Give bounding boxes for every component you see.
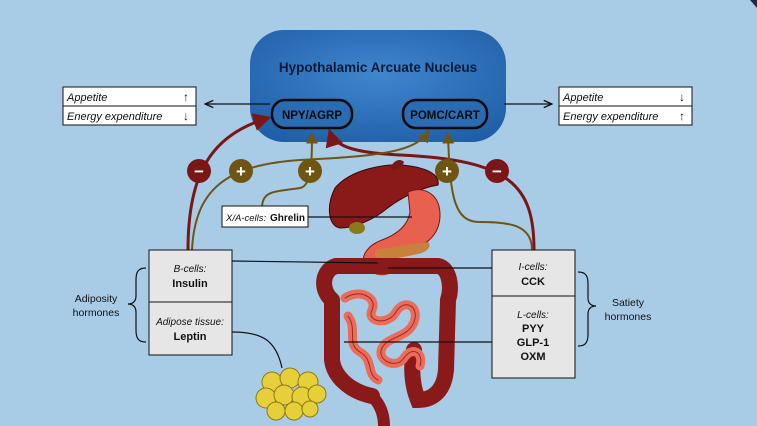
left-energy-arrow: ↓ (183, 109, 189, 123)
oxm-label: OXM (520, 351, 545, 363)
leptin-label: Leptin (174, 331, 207, 343)
plus-sign-left: + (229, 159, 253, 183)
ghrelin-stimulate-npy-path (261, 131, 318, 209)
pomc-cart-neuron (401, 98, 489, 130)
minus-sign-right: − (485, 159, 509, 183)
adiposity-label-line1: Adiposity (75, 293, 118, 305)
right-appetite-arrow: ↓ (679, 90, 685, 104)
leptin-connector (231, 331, 283, 369)
plus-sign-ghrelin: + (298, 159, 322, 183)
pomc-cart-label: POMC/CART (410, 110, 480, 122)
svg-text:−: − (194, 162, 204, 181)
plus-sign-right: + (435, 159, 459, 183)
ghrelin-label-box: X/A-cells: Ghrelin (221, 205, 309, 228)
right-energy-label: Energy expenditure (563, 111, 658, 123)
glp1-label: GLP-1 (517, 337, 549, 349)
adiposity-label-line2: hormones (73, 307, 120, 319)
gallbladder-shape (349, 222, 365, 234)
svg-text:−: − (492, 162, 502, 181)
satiety-label-line1: Satiety (612, 297, 645, 309)
right-effect-box: Appetite ↓ Energy expenditure ↑ (558, 86, 693, 126)
left-appetite-label: Appetite (66, 92, 107, 104)
l-cells-label: L-cells: (517, 310, 549, 321)
right-appetite-label: Appetite (562, 92, 603, 104)
right-energy-arrow: ↑ (679, 109, 685, 123)
satiety-brace (577, 271, 597, 347)
ghrelin-cell-label: X/A-cells: (225, 213, 266, 224)
satiety-label-line2: hormones (605, 311, 652, 323)
left-effect-box: Appetite ↑ Energy expenditure ↓ (62, 86, 197, 126)
ghrelin-hormone-label: Ghrelin (270, 213, 305, 224)
npy-agrp-neuron (270, 98, 354, 130)
liver-lobe (390, 160, 404, 170)
svg-text:+: + (236, 162, 246, 181)
adiposity-inhibit-npy-path (186, 113, 272, 251)
insulin-label: Insulin (172, 278, 208, 290)
svg-text:+: + (442, 162, 452, 181)
minus-sign-left: − (187, 159, 211, 183)
b-cells-label: B-cells: (174, 264, 207, 275)
i-cells-label: I-cells: (519, 262, 548, 273)
adipose-tissue-label: Adipose tissue: (155, 317, 224, 328)
adiposity-stimulate-pomc-path (191, 129, 430, 251)
nucleus-title: Hypothalamic Arcuate Nucleus (279, 60, 477, 75)
rectum-shape (367, 391, 390, 426)
pyy-label: PYY (522, 323, 545, 335)
svg-text:+: + (305, 162, 315, 181)
adiposity-brace (127, 267, 147, 343)
npy-agrp-label: NPY/AGRP (282, 110, 342, 122)
left-energy-label: Energy expenditure (67, 111, 162, 123)
adipose-fat-cluster (255, 367, 327, 421)
small-intestine-outline (344, 293, 422, 381)
large-intestine-shape (316, 258, 458, 409)
digestive-organs-illustration (316, 160, 458, 426)
pancreas-shape (375, 242, 430, 262)
satiety-hormone-panel: I-cells: CCK L-cells: PYY GLP-1 OXM (491, 249, 576, 379)
adiposity-hormone-panel: B-cells: Insulin Adipose tissue: Leptin (148, 249, 233, 356)
corner-mark (750, 0, 757, 8)
left-appetite-arrow: ↑ (183, 90, 189, 104)
insulin-connector (231, 260, 379, 264)
cck-label: CCK (521, 276, 545, 288)
satiety-inhibit-npy-path (325, 128, 536, 251)
